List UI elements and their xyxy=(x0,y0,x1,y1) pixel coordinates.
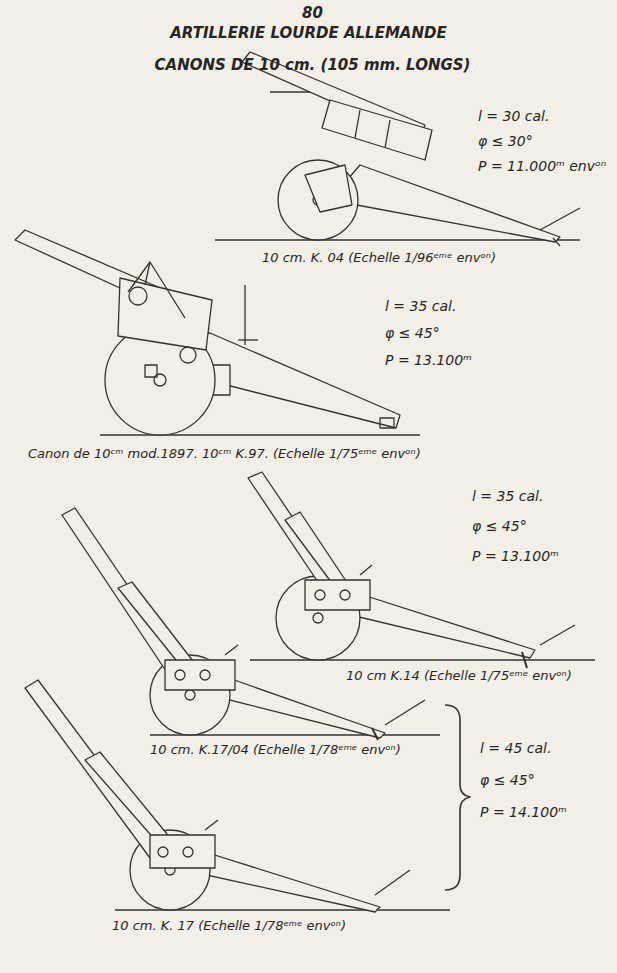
spec-elevation: φ ≤ 45° xyxy=(472,518,527,535)
gun-k1704-drawing xyxy=(62,508,440,740)
figure-caption: 10 cm. K. 17 (Echelle 1/78ᵉᵐᵉ envᵒⁿ) xyxy=(112,918,346,934)
spec-elevation: φ ≤ 45° xyxy=(385,325,440,342)
page-title: ARTILLERIE LOURDE ALLEMANDE xyxy=(0,24,617,42)
spec-length: l = 45 cal. xyxy=(480,740,551,757)
spec-range: P = 14.100ᵐ xyxy=(480,804,567,821)
gun-k14-drawing xyxy=(248,472,595,668)
figure-caption: 10 cm. K. 04 (Echelle 1/96ᵉᵐᵉ envᵒⁿ) xyxy=(262,250,496,266)
spec-elevation: φ ≤ 45° xyxy=(480,772,535,789)
spec-range: P = 13.100ᵐ xyxy=(472,548,559,565)
brace-bracket xyxy=(445,705,470,890)
spec-length: l = 30 cal. xyxy=(478,108,549,125)
figure-caption: 10 cm. K.17/04 (Echelle 1/78ᵉᵐᵉ envᵒⁿ) xyxy=(150,742,401,758)
spec-length: l = 35 cal. xyxy=(472,488,543,505)
figure-caption: Canon de 10ᶜᵐ mod.1897. 10ᶜᵐ K.97. (Eche… xyxy=(28,446,421,462)
spec-elevation: φ ≤ 30° xyxy=(478,133,533,150)
spec-range: P = 13.100ᵐ xyxy=(385,352,472,369)
figure-caption: 10 cm K.14 (Echelle 1/75ᵉᵐᵉ envᵒⁿ) xyxy=(346,668,572,684)
gun-k04-drawing xyxy=(215,52,580,246)
section-heading: CANONS DE 10 cm. (105 mm. LONGS) xyxy=(4,56,617,74)
spec-range: P = 11.000ᵐ envᵒⁿ xyxy=(478,158,606,175)
spec-length: l = 35 cal. xyxy=(385,298,456,315)
gun-k17-drawing xyxy=(25,680,450,912)
page-number: 80 xyxy=(4,4,617,22)
